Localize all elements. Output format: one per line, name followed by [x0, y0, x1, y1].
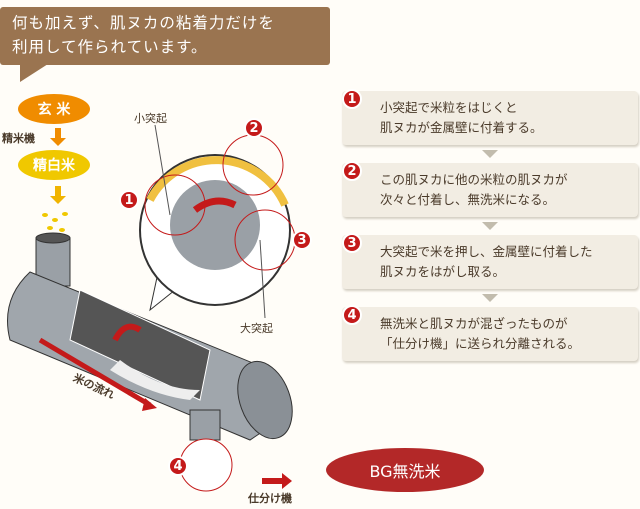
headline-callout: 何も加えず、肌ヌカの粘着力だけを 利用して作られています。 [0, 7, 330, 65]
outlet-pipe [189, 409, 221, 441]
step-1-line-1: 小突起で米粒をはじくと [380, 100, 518, 115]
step-1: 小突起で米粒をはじくと 肌ヌカが金属壁に付着する。 [342, 91, 638, 145]
step-4-line-2: 「仕分け機」に送られ分離される。 [380, 336, 581, 351]
brown-rice-label: 玄 米 [18, 94, 90, 124]
down-arrow-icon [482, 294, 498, 302]
callout-line-2: 利用して作られています。 [12, 38, 208, 56]
down-arrow-icon [482, 222, 498, 230]
inlet-pipe [35, 237, 71, 287]
callout-line-1: 何も加えず、肌ヌカの粘着力だけを [12, 14, 275, 32]
step-2-line-2: 次々と付着し、無洗米になる。 [380, 192, 556, 207]
step-2-line-1: この肌ヌカに他の米粒の肌ヌカが [380, 172, 568, 187]
step-number-3: 3 [342, 233, 362, 253]
step-number-2: 2 [342, 161, 362, 181]
rice-flow-arrow-icon [38, 337, 152, 408]
marker-1: 1 [119, 190, 139, 210]
rotor-arrow-icon [192, 197, 237, 213]
polished-rice-label: 精白米 [18, 150, 90, 180]
marker-4: 4 [168, 456, 188, 476]
step-number-1: 1 [342, 89, 362, 109]
separator-label: 仕分け機 [248, 492, 292, 505]
arrow-down-icon [50, 186, 66, 204]
step-number-4: 4 [342, 305, 362, 325]
callout-tail [20, 64, 48, 82]
step-2: この肌ヌカに他の米粒の肌ヌカが 次々と付着し、無洗米になる。 [342, 163, 638, 217]
step-4-line-1: 無洗米と肌ヌカが混ざったものが [380, 316, 568, 331]
rotor [170, 180, 260, 270]
arrow-right-icon [262, 473, 292, 489]
polisher-label: 精米機 [2, 132, 35, 145]
rotation-arrow-icon [112, 323, 142, 342]
rice-grains [42, 212, 68, 232]
down-arrow-icon [482, 150, 498, 158]
large-protrusion-label: 大突起 [240, 322, 273, 335]
cutaway-window [69, 289, 211, 401]
step-3-line-2: 肌ヌカをはがし取る。 [380, 264, 506, 279]
small-protrusion-label: 小突起 [134, 112, 167, 125]
step-3-line-1: 大突起で米を押し、金属壁に付着した [380, 244, 593, 259]
marker-2: 2 [244, 118, 264, 138]
step-3: 大突起で米を押し、金属壁に付着した 肌ヌカをはがし取る。 [342, 235, 638, 289]
arrow-down-icon [50, 128, 66, 146]
detail-circle-1 [144, 174, 206, 236]
marker-3: 3 [292, 230, 312, 250]
step-1-line-2: 肌ヌカが金属壁に付着する。 [380, 120, 543, 135]
step-4: 無洗米と肌ヌカが混ざったものが 「仕分け機」に送られ分離される。 [342, 307, 638, 361]
bg-musenmai-badge: BG無洗米 [326, 448, 484, 492]
